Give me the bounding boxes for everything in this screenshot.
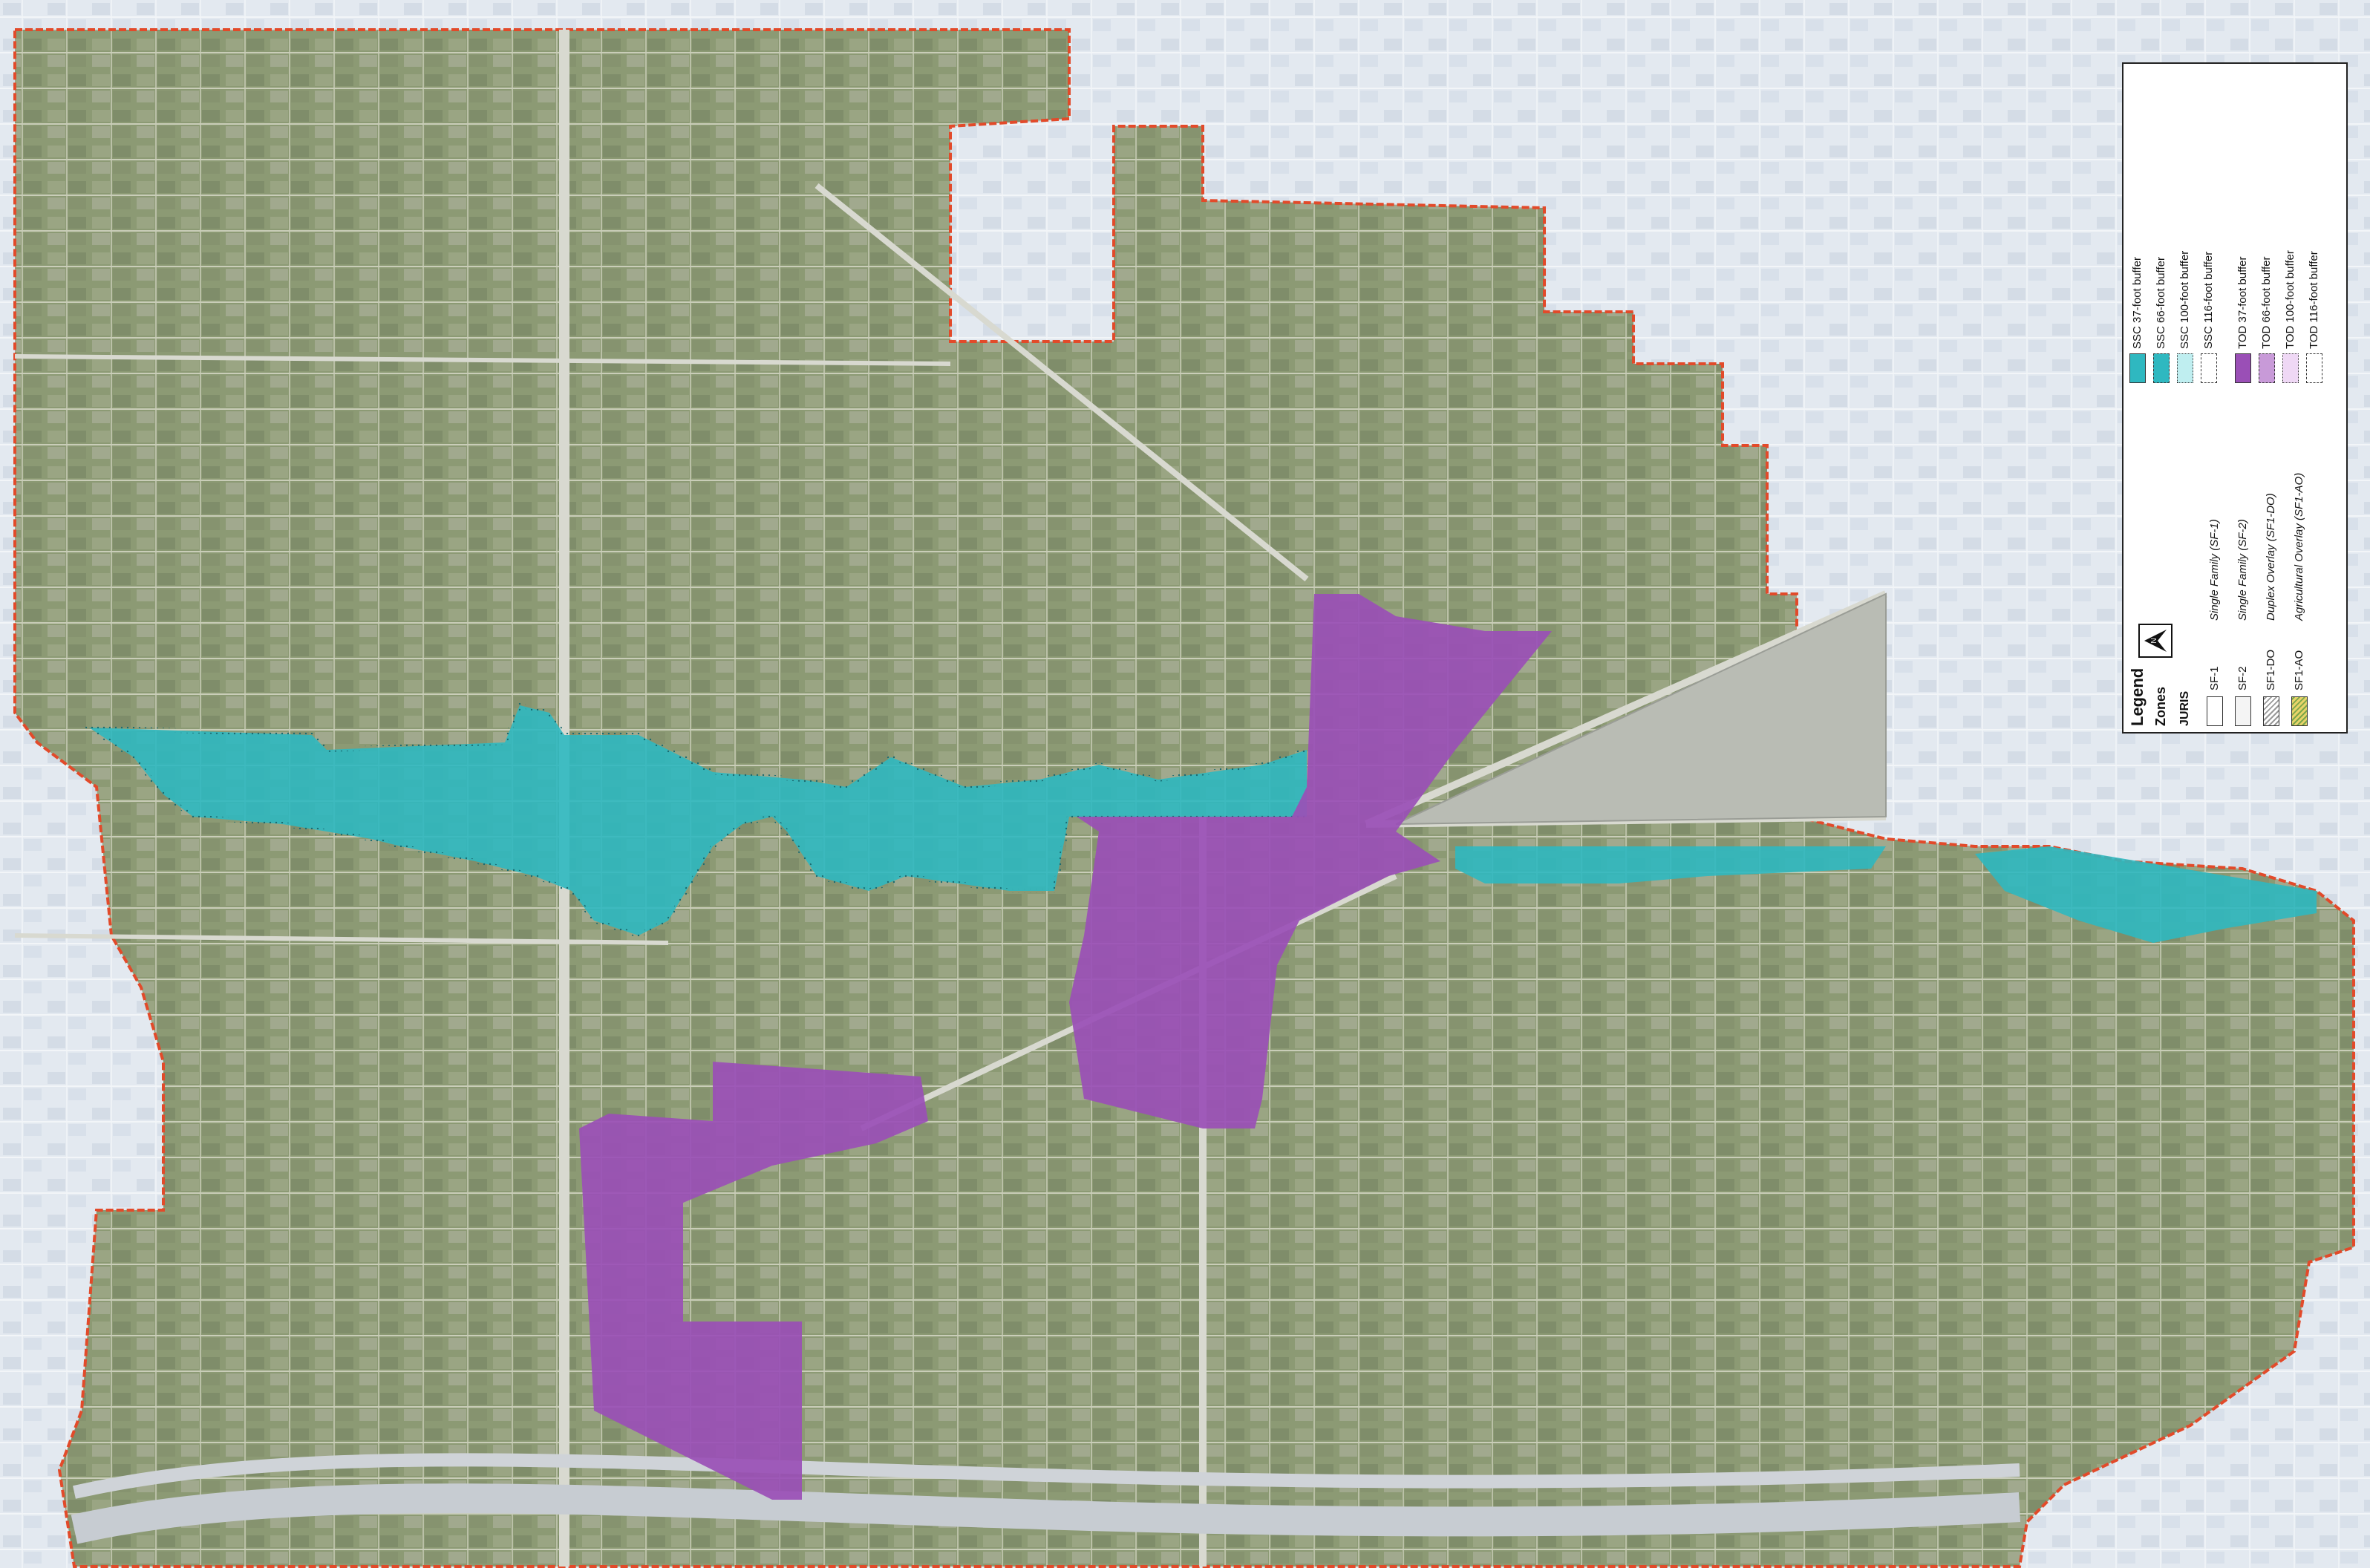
tod-37-label: TOD 37-foot buffer (2236, 256, 2249, 349)
zone-sf1ao-desc: Agricultural Overlay (SF1-AO) (2293, 473, 2305, 621)
tod-66-label: TOD 66-foot buffer (2260, 256, 2273, 349)
zone-sf2-desc-text: Single Family (SF-2) (2236, 519, 2249, 621)
zone-sf1-desc: Single Family (SF-1) (2208, 519, 2221, 621)
zone-sf1ao-desc-text: Agricultural Overlay (SF1-AO) (2293, 472, 2305, 621)
ssc-37-label: SSC 37-foot buffer (2131, 257, 2144, 349)
tod-116-label: TOD 116-foot buffer (2308, 251, 2320, 349)
ssc-116-label: SSC 116-foot buffer (2202, 251, 2215, 349)
zone-sf1do-desc: Duplex Overlay (SF1-DO) (2265, 493, 2277, 621)
zone-sf2-desc: Single Family (SF-2) (2236, 519, 2249, 621)
zone-sf1ao-code: SF1-AO (2293, 650, 2305, 690)
swatch-tod-100 (2282, 353, 2299, 383)
swatch-ssc-37 (2129, 353, 2146, 383)
rail-yard (1395, 592, 1887, 825)
swatch-tod-116 (2306, 353, 2322, 383)
ssc-100-label: SSC 100-foot buffer (2178, 250, 2191, 349)
zone-sf1do-desc-text: Duplex Overlay (SF1-DO) (2265, 493, 2277, 621)
zone-sf1do-code: SF1-DO (2265, 649, 2277, 690)
zone-sf1-code: SF-1 (2208, 666, 2221, 690)
swatch-sf1-ao (2291, 696, 2308, 726)
swatch-ssc-100 (2177, 353, 2193, 383)
zone-sf1-desc-text: Single Family (SF-1) (2208, 519, 2221, 621)
zone-sf2-code: SF-2 (2236, 666, 2249, 690)
legend-title: Legend (2128, 667, 2147, 726)
legend-panel: Legend Zones JURIS N SF-1 Single Family … (2122, 62, 2348, 734)
tod-buffer-south (579, 1062, 928, 1500)
swatch-tod-66 (2259, 353, 2275, 383)
zones-heading: Zones (2153, 686, 2168, 726)
ssc-66-label: SSC 66-foot buffer (2155, 257, 2167, 349)
tod-buffer-north (1069, 594, 1552, 1128)
tod-100-label: TOD 100-foot buffer (2284, 250, 2296, 349)
swatch-sf1 (2207, 696, 2223, 726)
swatch-tod-37 (2235, 353, 2251, 383)
swatch-ssc-66 (2153, 353, 2170, 383)
swatch-ssc-116 (2201, 353, 2217, 383)
north-arrow-icon: N (2138, 624, 2172, 658)
ssc-buffer-east (1455, 846, 1886, 883)
swatch-sf2 (2235, 696, 2251, 726)
juris-heading: JURIS (2178, 690, 2191, 726)
svg-text:N: N (2150, 638, 2158, 643)
ssc-buffer-far-east (1975, 846, 2317, 943)
swatch-sf1-do (2263, 696, 2279, 726)
ssc-buffer-west (81, 702, 1309, 938)
